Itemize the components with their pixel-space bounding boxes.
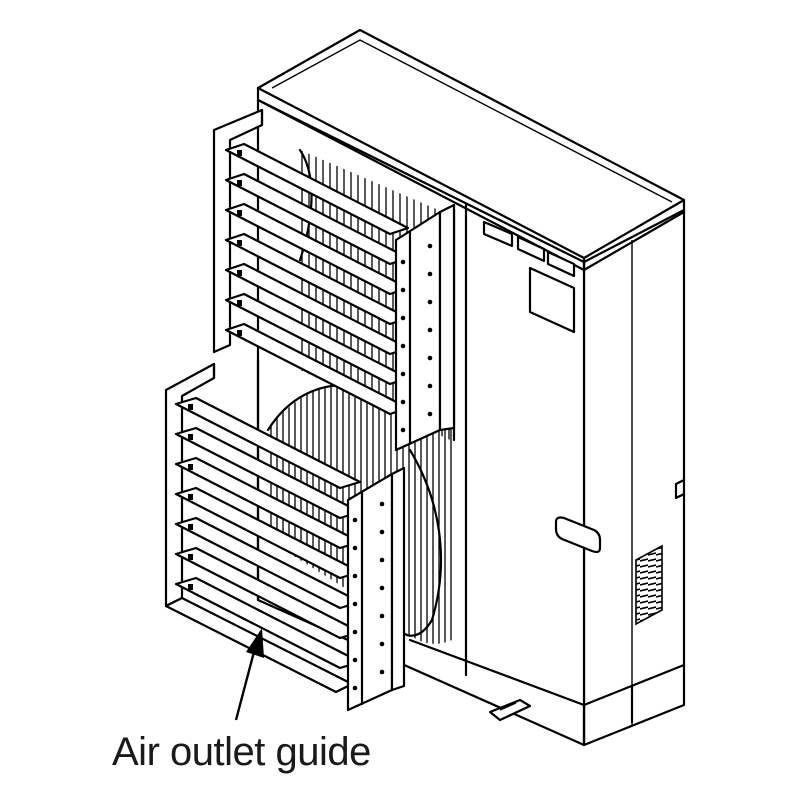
lower-air-outlet-guide: [164, 362, 406, 712]
lower-guide-side-plate: [346, 472, 394, 712]
upper-guide-side-plate: [394, 210, 442, 452]
mounting-foot: [488, 698, 532, 722]
callout-arrow: [234, 628, 264, 721]
upper-air-outlet-guide: [212, 108, 456, 452]
side-vent: [635, 544, 663, 626]
nameplate: [528, 266, 576, 334]
label-slot: [516, 235, 546, 263]
label-slot: [482, 220, 514, 248]
label-slot: [546, 250, 576, 278]
air-outlet-guide-label: Air outlet guide: [112, 730, 371, 774]
side-handle: [554, 516, 602, 554]
